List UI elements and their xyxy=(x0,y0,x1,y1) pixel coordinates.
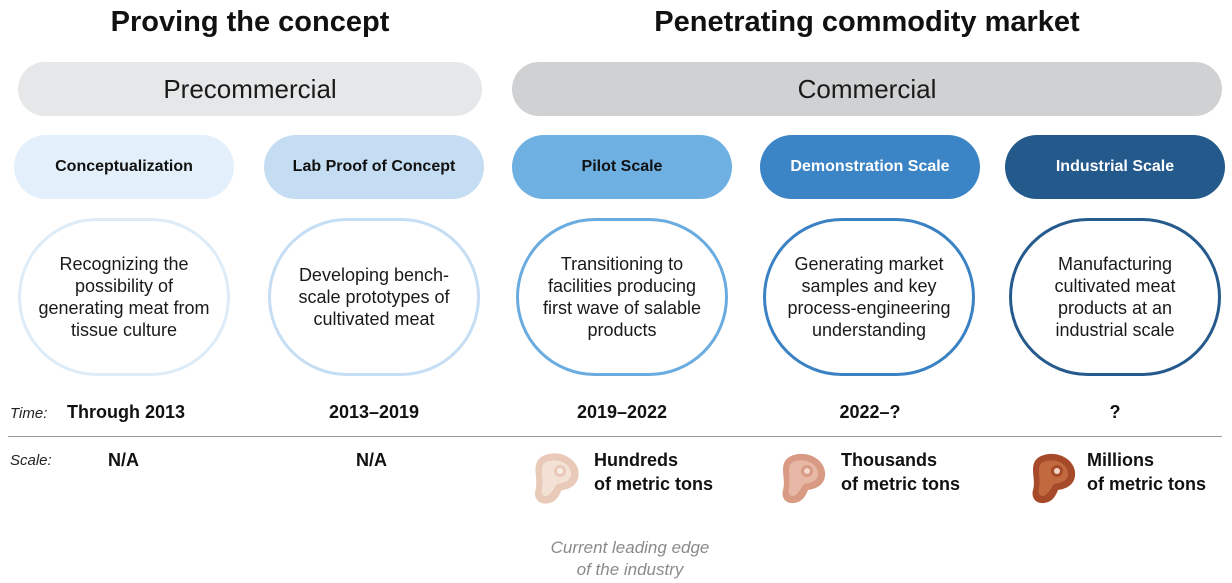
stage-pill-demonstration: Demonstration Scale xyxy=(760,135,980,199)
leading-edge-note: Current leading edge of the industry xyxy=(510,537,750,581)
scale-unit: of metric tons xyxy=(594,474,714,494)
description-text: Generating market samples and key proces… xyxy=(787,254,951,340)
steak-icon-dark xyxy=(1032,453,1076,504)
time-pilot: 2019–2022 xyxy=(576,402,668,422)
time-demonstration: 2022–? xyxy=(839,402,901,422)
description-industrial: Manufacturing cultivated meat products a… xyxy=(1009,218,1221,376)
description-text: Transitioning to facilities producing fi… xyxy=(542,254,702,340)
stage-pill-lab-proof: Lab Proof of Concept xyxy=(264,135,484,199)
description-demonstration: Generating market samples and key proces… xyxy=(763,218,975,376)
description-lab-proof: Developing bench-scale prototypes of cul… xyxy=(268,218,480,376)
section-title-penetrating: Penetrating commodity market xyxy=(654,6,1080,38)
time-industrial: ? xyxy=(1109,402,1121,422)
time-lab-proof: 2013–2019 xyxy=(328,402,420,422)
steak-icon-medium xyxy=(782,453,826,504)
scale-row-label: Scale: xyxy=(10,452,52,469)
stage-pill-pilot: Pilot Scale xyxy=(512,135,732,199)
scale-amount: Hundreds xyxy=(594,450,679,470)
footnote-line-1: Current leading edge xyxy=(550,538,710,557)
scale-conceptualization: N/A xyxy=(108,450,139,470)
description-pilot: Transitioning to facilities producing fi… xyxy=(516,218,728,376)
scale-amount: Millions xyxy=(1087,450,1154,470)
phase-bar-precommercial: Precommercial xyxy=(18,62,482,116)
scale-pilot: Hundreds of metric tons xyxy=(530,446,740,506)
time-conceptualization: Through 2013 xyxy=(66,402,186,422)
scale-demonstration: Thousands of metric tons xyxy=(777,446,987,506)
description-conceptualization: Recognizing the possibility of generatin… xyxy=(18,218,230,376)
description-text: Developing bench-scale prototypes of cul… xyxy=(298,265,450,329)
scale-industrial: Millions of metric tons xyxy=(1027,446,1227,506)
footnote-line-2: of the industry xyxy=(576,560,684,579)
stage-pill-industrial: Industrial Scale xyxy=(1005,135,1225,199)
row-divider xyxy=(8,436,1222,437)
scale-amount: Thousands xyxy=(841,450,938,470)
phase-bar-commercial: Commercial xyxy=(512,62,1222,116)
description-text: Recognizing the possibility of generatin… xyxy=(38,254,210,340)
scale-unit: of metric tons xyxy=(1087,474,1207,494)
scale-unit: of metric tons xyxy=(841,474,961,494)
section-title-proving: Proving the concept xyxy=(110,6,390,38)
time-row-label: Time: xyxy=(10,405,48,422)
steak-icon-light xyxy=(535,453,579,504)
scale-lab-proof: N/A xyxy=(356,450,387,470)
stage-pill-conceptualization: Conceptualization xyxy=(14,135,234,199)
description-text: Manufacturing cultivated meat products a… xyxy=(1054,254,1176,340)
